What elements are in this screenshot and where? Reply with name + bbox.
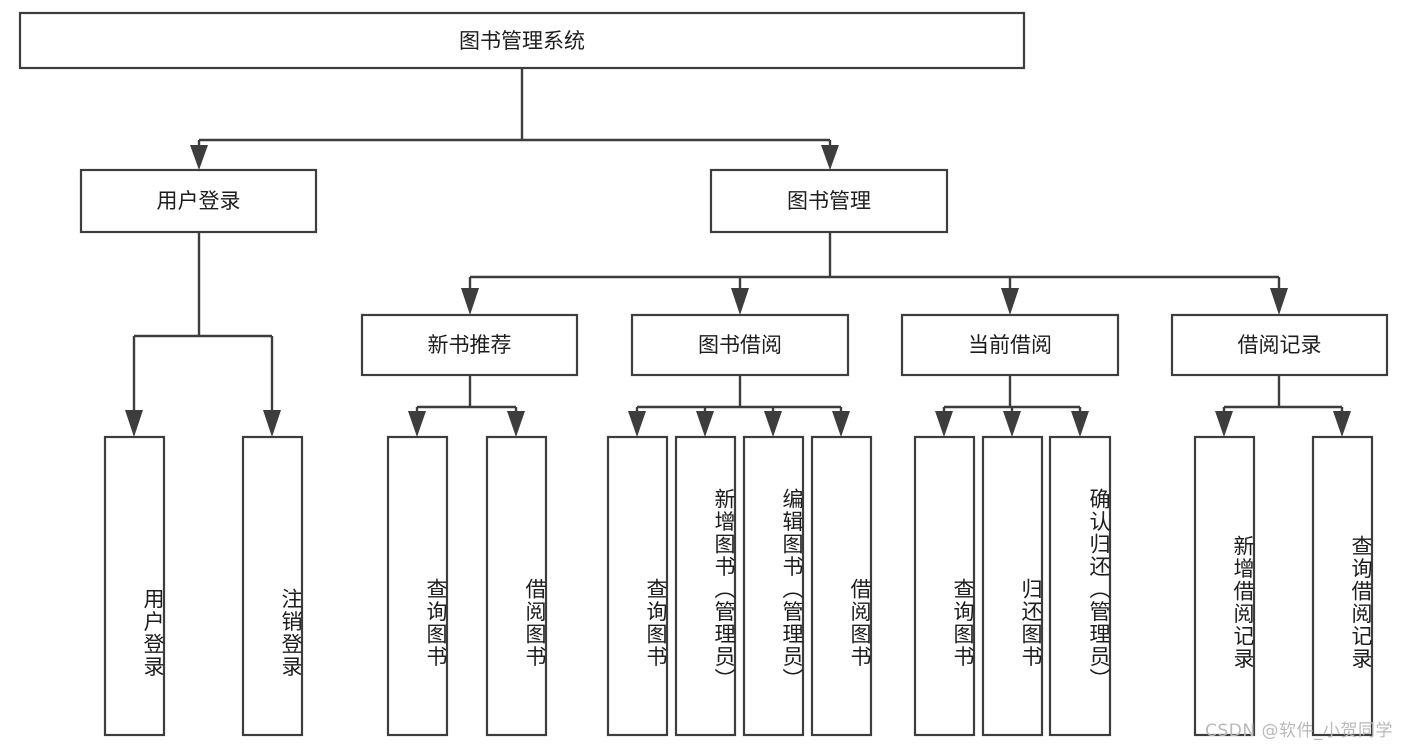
arrow-head-icon [628,411,646,437]
node-label-current-borrow: 当前借阅 [968,333,1052,357]
arrow-head-icon [1003,411,1021,437]
arrow-head-icon [731,288,749,315]
node-box-leaf-borrow-book[interactable] [810,435,873,737]
node-box-leaf-query-book-borrow[interactable] [606,435,669,737]
arrow-head-icon [1001,288,1019,315]
arrow-head-icon [1270,288,1288,315]
node-box-leaf-query-borrow-record[interactable] [1311,435,1374,737]
node-box-book-management[interactable] [709,168,949,234]
node-label-user-login: 用户登录 [157,189,241,213]
node-box-leaf-query-book-recommend[interactable] [386,435,449,737]
arrow-head-icon [696,411,714,437]
connector-root-to-level2 [190,68,839,170]
node-label-book-management: 图书管理 [787,189,871,213]
node-box-current-borrow[interactable] [900,313,1120,377]
arrow-head-icon [461,288,479,315]
arrow-head-icon [408,411,426,437]
arrow-head-icon [935,411,953,437]
arrow-head-icon [764,411,782,437]
arrow-head-icon [1333,411,1351,437]
node-label-borrow-record: 借阅记录 [1238,333,1322,357]
connector-user-login-to-leaves [125,232,281,437]
arrow-head-icon [190,145,208,170]
node-box-leaf-confirm-return-admin[interactable] [1048,435,1112,737]
arrow-head-icon [1071,411,1089,437]
node-box-leaf-borrow-book-recommend[interactable] [485,435,548,737]
connector-current-borrow-to-leaves [935,375,1089,437]
arrow-head-icon [507,411,525,437]
arrow-head-icon [1215,411,1233,437]
arrow-head-icon [125,410,143,437]
node-box-leaf-add-borrow-record[interactable] [1193,435,1256,737]
node-label-new-book-recommend: 新书推荐 [428,333,512,357]
connector-borrow-record-to-leaves [1215,375,1351,437]
arrow-head-icon [821,145,839,170]
arrow-head-icon [832,411,850,437]
connector-book-borrow-to-leaves [628,375,850,437]
node-box-new-book-recommend[interactable] [360,313,579,377]
node-label-book-borrow: 图书借阅 [698,333,782,357]
connector-book-management-to-level3 [461,232,1288,315]
node-box-leaf-add-book-admin[interactable] [674,435,737,737]
node-box-leaf-edit-book-admin[interactable] [742,435,805,737]
node-box-leaf-user-login[interactable] [103,435,166,737]
connector-new-book-recommend-to-leaves [408,375,525,437]
node-box-leaf-query-book-current[interactable] [913,435,976,737]
arrow-head-icon [263,410,281,437]
node-label-root: 图书管理系统 [459,29,585,53]
node-box-borrow-record[interactable] [1170,313,1389,377]
node-box-book-borrow[interactable] [630,313,850,377]
node-box-leaf-return-book[interactable] [981,435,1044,737]
node-box-leaf-logout[interactable] [241,435,304,737]
node-box-user-login[interactable] [79,168,318,234]
csdn-watermark: CSDN @软件_小贺同学 [1205,721,1393,741]
node-box-root[interactable] [18,11,1026,70]
